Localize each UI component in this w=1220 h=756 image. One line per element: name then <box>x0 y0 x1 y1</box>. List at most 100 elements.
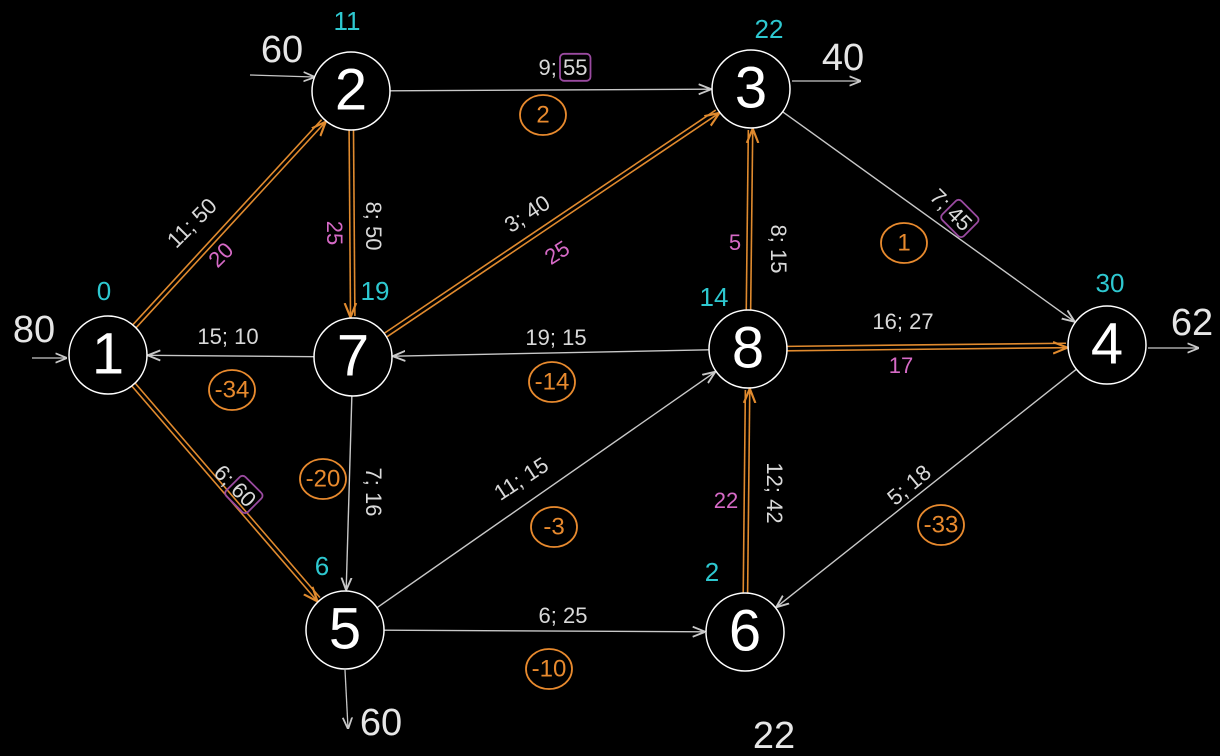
reduced-cost-value-7-1: -34 <box>215 376 250 403</box>
arc-label-8-4: 16; 27 <box>872 309 933 334</box>
arc-cost-8-4: 16 <box>872 309 896 334</box>
supply-arrow-2 <box>249 75 314 77</box>
supply-arrow-5 <box>345 669 348 728</box>
reduced-cost-circle <box>917 504 965 546</box>
arc-capacity-6-8: 42 <box>762 499 787 523</box>
node-potential-1: 0 <box>97 276 111 306</box>
arc-2-7 <box>349 130 350 316</box>
arc-cost-8-3: 8 <box>766 225 791 237</box>
arc-cost-7-1: 15 <box>197 324 221 349</box>
arc-8-3-double <box>745 129 750 310</box>
node-2[interactable]: 211 <box>311 6 391 131</box>
arc-cost-capacity-5-6: 6; 25 <box>539 603 588 628</box>
arcs-layer <box>131 89 1077 632</box>
arc-flow-2-7: 25 <box>322 221 347 245</box>
reduced-cost-circle <box>519 94 567 136</box>
arc-2-3 <box>389 89 710 91</box>
reduced-cost-3-4: 1 <box>880 222 928 264</box>
node-circle <box>305 590 385 670</box>
arc-label-7-5: 7; 16 <box>361 468 386 517</box>
arc-label-5-6: 6; 25 <box>539 603 588 628</box>
node-3[interactable]: 322 <box>711 14 791 129</box>
node-5[interactable]: 56 <box>305 551 385 670</box>
arc-cost-7-5: 7 <box>361 468 386 480</box>
node-potential-4: 30 <box>1096 268 1125 298</box>
arc-capacity-2-7: 50 <box>361 226 386 250</box>
reduced-cost-value-8-7: -14 <box>535 368 570 395</box>
arc-capacity-8-3: 15 <box>766 249 791 273</box>
arc-flow-8-3: 5 <box>729 230 741 255</box>
arc-8-7 <box>394 349 710 356</box>
arc-5-6 <box>383 630 704 632</box>
arc-flow-7-3: 25 <box>540 235 574 269</box>
node-potential-5: 6 <box>315 551 329 581</box>
supply-label-5: 60 <box>360 702 402 744</box>
reduced-cost-7-5: -20 <box>299 458 347 500</box>
reduced-cost-value-3-4: 1 <box>897 229 910 256</box>
arc-2-7-double <box>352 129 356 316</box>
reduced-cost-value-2-3: 2 <box>536 101 549 128</box>
node-label: 6 <box>729 598 761 663</box>
supply-label-3: 40 <box>822 37 864 79</box>
node-circle <box>708 309 788 389</box>
arc-label-6-8: 12; 42 <box>762 462 787 523</box>
arc-label-5-8: 11; 15 <box>489 452 553 505</box>
arc-label-1-5: 6; 60 <box>209 460 264 515</box>
node-4[interactable]: 430 <box>1067 268 1147 385</box>
arc-6-8-double <box>742 389 747 593</box>
arc-cost-capacity-7-5: 7; 16 <box>361 468 386 517</box>
arc-separator: ; <box>762 487 787 499</box>
node-circle <box>313 317 393 397</box>
node-label: 3 <box>735 55 767 120</box>
arc-6-8 <box>748 390 750 594</box>
node-potential-6: 2 <box>705 557 719 587</box>
arc-label-7-1: 15; 10 <box>197 324 258 349</box>
node-circle <box>311 51 391 131</box>
node-1[interactable]: 10 <box>68 276 148 395</box>
arc-separator: ; <box>551 55 563 80</box>
arc-cost-5-6: 6 <box>539 603 551 628</box>
arc-cost-8-7: 19 <box>525 325 549 350</box>
supply-label-6: 22 <box>753 715 795 756</box>
arc-8-3 <box>751 130 753 311</box>
arc-label-2-7: 8; 50 <box>361 202 386 251</box>
arc-4-6 <box>777 368 1077 606</box>
node-circle <box>68 315 148 395</box>
capacity-box-1-5 <box>224 474 264 515</box>
arc-label-8-7: 19; 15 <box>525 325 586 350</box>
node-6[interactable]: 62 <box>705 557 785 672</box>
arc-label-3-4: 7; 45 <box>925 184 980 239</box>
arc-8-4-double <box>786 342 1066 348</box>
node-potential-8: 14 <box>700 282 729 312</box>
arc-3-4 <box>782 111 1074 321</box>
arc-7-3-double <box>383 109 717 335</box>
arc-cost-6-8: 12 <box>762 462 787 486</box>
arc-7-1 <box>149 355 315 356</box>
node-label: 4 <box>1091 311 1123 376</box>
arc-cost-capacity-7-1: 15; 10 <box>197 324 258 349</box>
arc-label-8-3: 8; 15 <box>766 225 791 274</box>
arc-cost-capacity-6-8: 12; 42 <box>762 462 787 523</box>
reduced-cost-value-5-8: -3 <box>543 513 564 540</box>
node-7[interactable]: 719 <box>313 276 393 397</box>
arc-7-3 <box>386 114 719 338</box>
arc-cost-capacity-8-7: 19; 15 <box>525 325 586 350</box>
reduced-cost-5-6: -10 <box>525 648 573 690</box>
arc-1-5 <box>131 385 317 600</box>
arc-cost-2-7: 8 <box>361 202 386 214</box>
reduced-cost-value-5-6: -10 <box>532 655 567 682</box>
arc-capacity-5-6: 25 <box>563 603 587 628</box>
node-8[interactable]: 814 <box>700 282 788 389</box>
arc-separator: ; <box>766 237 791 249</box>
reduced-cost-2-3: 2 <box>519 94 567 136</box>
arc-5-8 <box>376 372 714 609</box>
arc-flow-6-8: 22 <box>714 488 738 513</box>
arc-cost-2-3: 9 <box>539 55 551 80</box>
arc-separator: ; <box>550 325 562 350</box>
reduced-cost-8-7: -14 <box>528 361 576 403</box>
reduced-cost-circle <box>880 222 928 264</box>
arc-cost-capacity-8-3: 8; 15 <box>766 225 791 274</box>
reduced-cost-7-1: -34 <box>208 369 256 411</box>
